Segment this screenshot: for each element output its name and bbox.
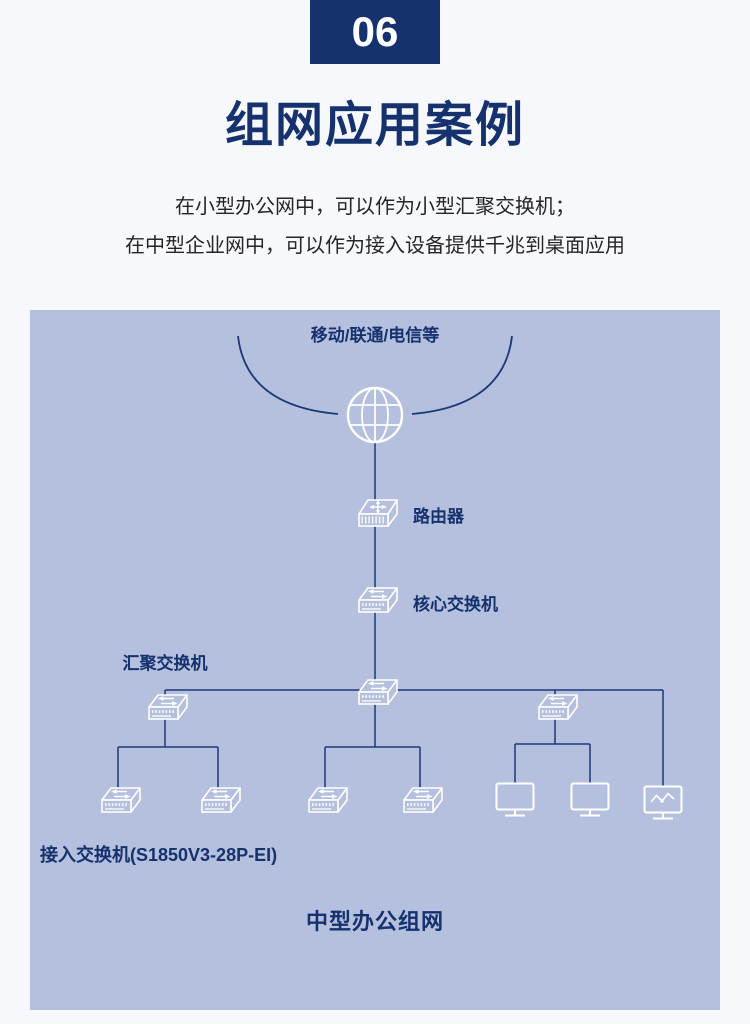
center-branch-lines — [324, 702, 421, 790]
core-switch-label: 核心交换机 — [413, 595, 498, 614]
router-icon — [351, 495, 399, 539]
access-switch-1-icon — [94, 785, 142, 825]
aggregation-switch-right-icon — [531, 692, 579, 732]
core-switch-icon — [351, 585, 399, 625]
isp-label: 移动/联通/电信等 — [310, 326, 440, 345]
access-switch-3-icon — [301, 785, 349, 825]
section-number: 06 — [351, 8, 399, 55]
left-branch-lines — [117, 717, 219, 790]
aggregation-switch-left-icon — [141, 692, 189, 732]
internet-globe-icon — [343, 383, 407, 447]
aggregation-switch-label: 汇聚交换机 — [122, 654, 208, 673]
page-title: 组网应用案例 — [224, 99, 525, 152]
right-branch-lines — [514, 717, 591, 785]
desktop-monitor-1-icon — [493, 780, 537, 820]
waveform-monitor-icon — [641, 783, 685, 823]
router-label: 路由器 — [413, 507, 464, 526]
section-number-badge: 06 — [310, 0, 440, 64]
description-line-2: 在中型企业网中，可以作为接入设备提供千兆到桌面应用 — [125, 235, 625, 257]
description-line-1: 在小型办公网中，可以作为小型汇聚交换机； — [175, 196, 575, 218]
distribution-line — [164, 689, 664, 788]
distribution-switch-center-icon — [351, 677, 399, 717]
access-switch-2-icon — [194, 785, 242, 825]
topology-diagram-panel: 移动/联通/电信等 路由器 核心交换机 汇聚交换机 接入交换机(S1850V3-… — [30, 310, 720, 1010]
diagram-caption: 中型办公组网 — [305, 909, 444, 934]
access-switch-4-icon — [396, 785, 444, 825]
access-switch-label: 接入交换机(S1850V3-28P-EI) — [40, 845, 278, 865]
right-arc — [411, 335, 513, 415]
left-arc — [237, 335, 339, 415]
desktop-monitor-2-icon — [568, 780, 612, 820]
